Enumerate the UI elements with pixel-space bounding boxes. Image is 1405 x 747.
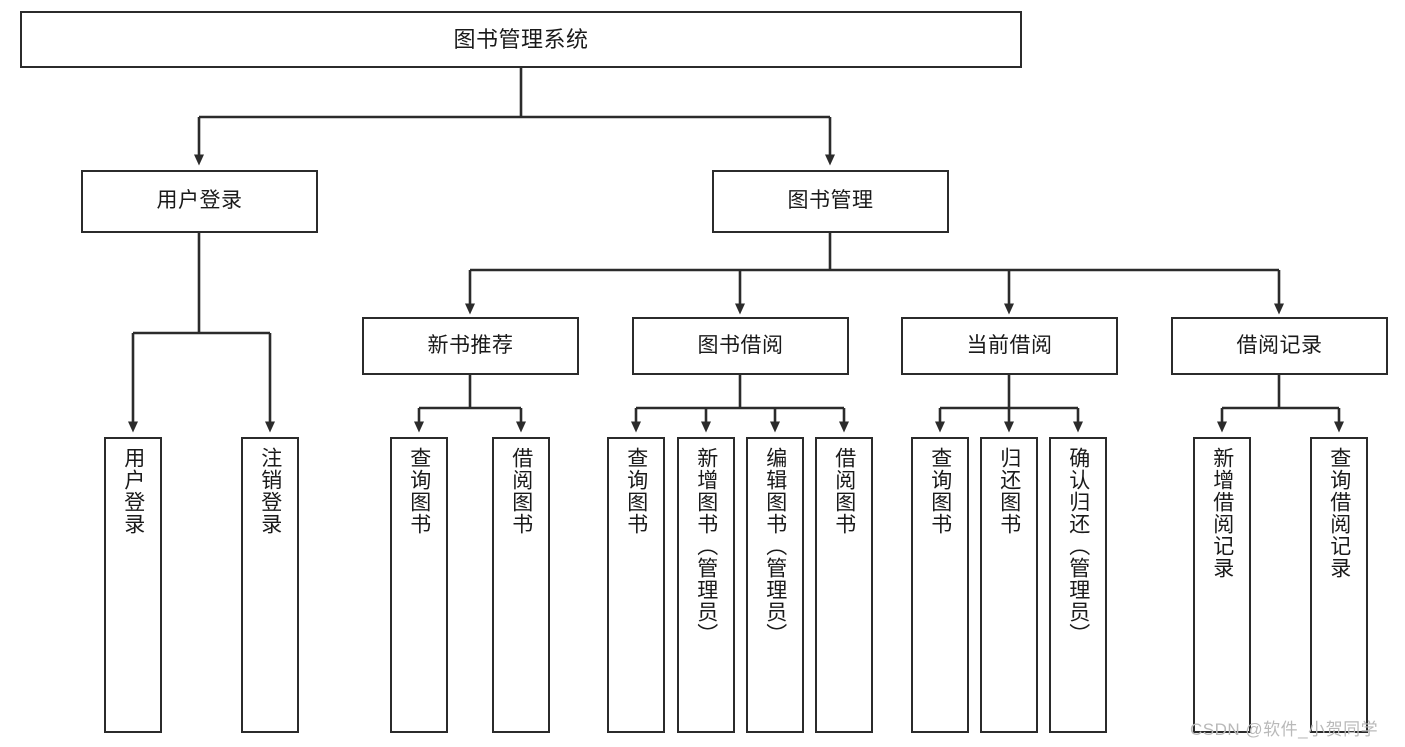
node-new-book-recommend-label: 新书推荐: [427, 333, 514, 357]
leaf-new-book-borrow-book[interactable]: 借阅图书: [492, 437, 550, 733]
leaf-label: 编辑图书（管理员）: [763, 447, 787, 645]
leaf-label: 借阅图书: [832, 447, 856, 535]
node-book-management[interactable]: 图书管理: [712, 170, 949, 233]
watermark: CSDN @软件_小贺同学: [1190, 720, 1379, 739]
node-root-label: 图书管理系统: [453, 26, 589, 52]
leaf-borrow-record-add-record[interactable]: 新增借阅记录: [1193, 437, 1251, 733]
leaf-label: 借阅图书: [509, 447, 533, 535]
leaf-current-borrow-return-book[interactable]: 归还图书: [980, 437, 1038, 733]
node-borrow-record-label: 借阅记录: [1236, 333, 1323, 357]
leaf-label: 查询借阅记录: [1327, 447, 1351, 579]
node-new-book-recommend[interactable]: 新书推荐: [362, 317, 579, 375]
leaf-borrow-record-query-record[interactable]: 查询借阅记录: [1310, 437, 1368, 733]
leaf-user-login-login[interactable]: 用户登录: [104, 437, 162, 733]
leaf-label: 新增图书（管理员）: [694, 447, 718, 645]
leaf-label: 归还图书: [997, 447, 1021, 535]
leaf-label: 确认归还（管理员）: [1066, 447, 1090, 645]
leaf-user-login-logout[interactable]: 注销登录: [241, 437, 299, 733]
node-user-login[interactable]: 用户登录: [81, 170, 318, 233]
node-book-management-label: 图书管理: [787, 189, 874, 213]
node-user-login-label: 用户登录: [156, 189, 243, 213]
node-root-book-management-system[interactable]: 图书管理系统: [20, 11, 1022, 68]
node-book-borrow-label: 图书借阅: [697, 333, 784, 357]
node-current-borrow[interactable]: 当前借阅: [901, 317, 1118, 375]
leaf-current-borrow-query-book[interactable]: 查询图书: [911, 437, 969, 733]
leaf-new-book-query-book[interactable]: 查询图书: [390, 437, 448, 733]
leaf-book-borrow-edit-book-admin[interactable]: 编辑图书（管理员）: [746, 437, 804, 733]
leaf-book-borrow-add-book-admin[interactable]: 新增图书（管理员）: [677, 437, 735, 733]
node-book-borrow[interactable]: 图书借阅: [632, 317, 849, 375]
leaf-book-borrow-borrow-book[interactable]: 借阅图书: [815, 437, 873, 733]
leaf-current-borrow-confirm-return-admin[interactable]: 确认归还（管理员）: [1049, 437, 1107, 733]
leaf-label: 查询图书: [407, 447, 431, 535]
leaf-label: 查询图书: [928, 447, 952, 535]
leaf-label: 注销登录: [258, 447, 282, 535]
leaf-book-borrow-query-book[interactable]: 查询图书: [607, 437, 665, 733]
leaf-label: 用户登录: [121, 447, 145, 535]
leaf-label: 新增借阅记录: [1210, 447, 1234, 579]
leaf-label: 查询图书: [624, 447, 648, 535]
node-borrow-record[interactable]: 借阅记录: [1171, 317, 1388, 375]
node-current-borrow-label: 当前借阅: [966, 333, 1053, 357]
